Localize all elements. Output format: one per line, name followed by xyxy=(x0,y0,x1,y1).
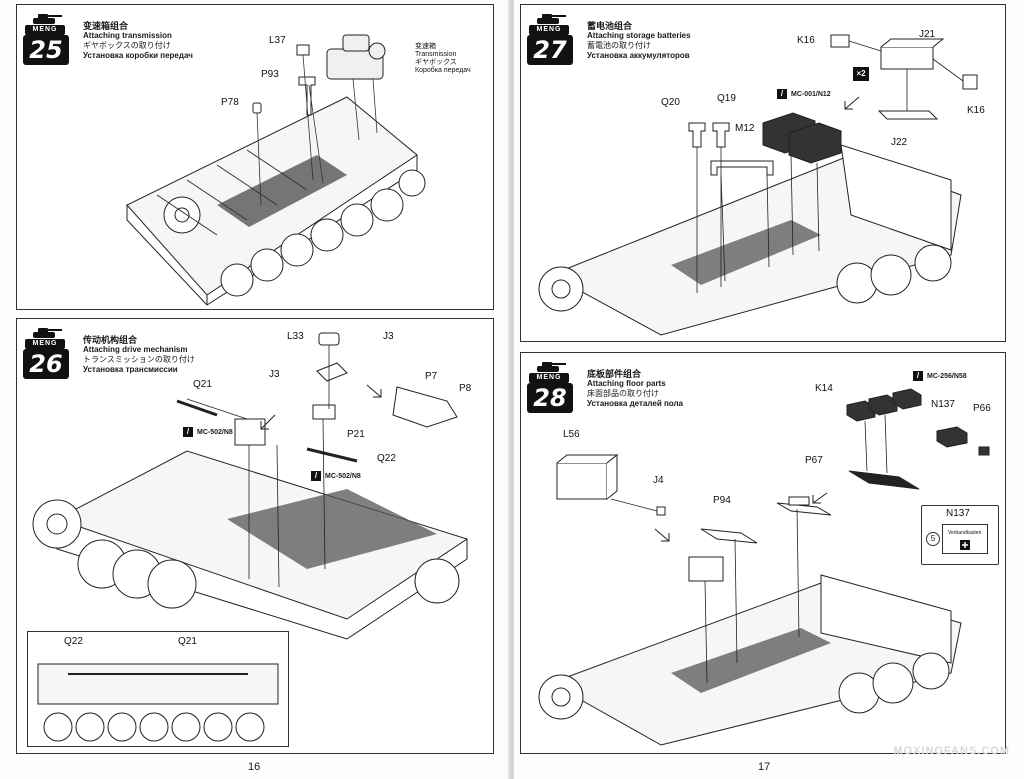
part-label: K14 xyxy=(815,383,833,394)
inset-drawing xyxy=(37,663,279,742)
step-28-header: MENG 28 底板部件组合 Attaching floor parts 床面部… xyxy=(521,353,761,419)
decal-callout: N137 Verbandkasten 5 xyxy=(921,505,999,565)
step-title-ja: トランスミッションの取り付け xyxy=(83,355,195,364)
meng-step-badge: MENG 25 xyxy=(23,13,75,65)
decal-box: Verbandkasten xyxy=(942,524,988,554)
part-label: J3 xyxy=(383,331,394,342)
step-title-ru: Установка коробки передач xyxy=(83,51,193,60)
transmission-note: 变速箱 Transmission ギヤボックス Коробка передач xyxy=(415,43,471,74)
step-26-panel: MENG 26 传动机构组合 Attaching drive mechanism… xyxy=(16,318,494,754)
part-label: Q21 xyxy=(178,636,197,647)
part-label: P93 xyxy=(261,69,279,80)
quantity-badge: ×2 xyxy=(853,67,869,81)
step-title-en: Attaching transmission xyxy=(83,31,172,40)
step-title-en: Attaching floor parts xyxy=(587,379,666,388)
part-label: P7 xyxy=(425,371,438,382)
decal-text: Verbandkasten xyxy=(948,530,982,536)
step-title-zh: 蓄电池组合 xyxy=(587,21,633,31)
part-label: Q22 xyxy=(377,453,396,464)
step-title-en: Attaching drive mechanism xyxy=(83,345,188,354)
step-number: 27 xyxy=(527,35,573,65)
part-label: J22 xyxy=(891,137,908,148)
page-number-left: 16 xyxy=(248,761,261,773)
step-title-ja: 床面部品の取り付け xyxy=(587,389,659,398)
part-label: Q22 xyxy=(64,636,83,647)
brand-label: MENG xyxy=(25,339,65,349)
paint-callout: / MC-256/N58 xyxy=(913,371,967,381)
paint-callout: / MC-502/N8 xyxy=(311,471,361,481)
left-page: MENG 25 变速箱组合 Attaching transmission ギヤボ… xyxy=(0,0,510,779)
step-number: 26 xyxy=(23,349,69,379)
step-25-header: MENG 25 变速箱组合 Attaching transmission ギヤボ… xyxy=(17,5,257,71)
step-title-ja: 蓄電池の取り付け xyxy=(587,41,651,50)
page-number-right: 17 xyxy=(758,761,771,773)
decal-number: 5 xyxy=(926,532,940,546)
step-title-zh: 变速箱组合 xyxy=(83,21,129,31)
brand-label: MENG xyxy=(529,373,569,383)
paint-icon: / xyxy=(913,371,923,381)
step-27-panel: MENG 27 蓄电池组合 Attaching storage batterie… xyxy=(520,4,1006,342)
paint-callout: / MC-502/N8 xyxy=(183,427,233,437)
tank-icon xyxy=(33,14,62,24)
meng-step-badge: MENG 26 xyxy=(23,327,75,379)
part-label: M12 xyxy=(735,123,755,134)
part-label: Q20 xyxy=(661,97,680,108)
step-26-header: MENG 26 传动机构组合 Attaching drive mechanism… xyxy=(17,319,257,385)
step-title-en: Attaching storage batteries xyxy=(587,31,691,40)
part-label: J21 xyxy=(919,29,936,40)
part-label: K16 xyxy=(797,35,815,46)
paint-callout: / MC-001/N12 xyxy=(777,89,831,99)
step-title-zh: 传动机构组合 xyxy=(83,335,138,345)
part-label: Q19 xyxy=(717,93,736,104)
step-title-ru: Установка аккумуляторов xyxy=(587,51,690,60)
part-label: P78 xyxy=(221,97,239,108)
part-label: L37 xyxy=(269,35,286,46)
part-label: P94 xyxy=(713,495,731,506)
tank-icon xyxy=(537,362,566,372)
right-page: MENG 27 蓄电池组合 Attaching storage batterie… xyxy=(514,0,1024,779)
callout-part-label: N137 xyxy=(946,508,970,519)
step-28-panel: MENG 28 底板部件组合 Attaching floor parts 床面部… xyxy=(520,352,1006,754)
paint-icon: / xyxy=(311,471,321,481)
part-label: P67 xyxy=(805,455,823,466)
detail-inset: Q22 Q21 xyxy=(27,631,289,747)
brand-label: MENG xyxy=(529,25,569,35)
tank-icon xyxy=(537,14,566,24)
part-label: K16 xyxy=(967,105,985,116)
part-label: P21 xyxy=(347,429,365,440)
part-label: P8 xyxy=(459,383,472,394)
part-label: J4 xyxy=(653,475,664,486)
step-title-zh: 底板部件组合 xyxy=(587,369,642,379)
step-title-ja: ギヤボックスの取り付け xyxy=(83,41,171,50)
meng-step-badge: MENG 27 xyxy=(527,13,579,65)
book-spine xyxy=(508,0,516,779)
meng-step-badge: MENG 28 xyxy=(527,361,579,413)
tank-icon xyxy=(33,328,62,338)
step-title-ru: Установка трансмиссии xyxy=(83,365,178,374)
step-27-drawing xyxy=(538,34,978,336)
watermark: MOXINGFANS.COM xyxy=(893,745,1010,757)
part-label: L56 xyxy=(563,429,580,440)
part-label: N137 xyxy=(931,399,955,410)
step-26-drawing xyxy=(32,332,469,640)
step-25-panel: MENG 25 变速箱组合 Attaching transmission ギヤボ… xyxy=(16,4,494,310)
paint-icon: / xyxy=(777,89,787,99)
step-number: 25 xyxy=(23,35,69,65)
step-28-drawing xyxy=(538,388,990,746)
part-label: P66 xyxy=(973,403,991,414)
step-27-header: MENG 27 蓄电池组合 Attaching storage batterie… xyxy=(521,5,761,71)
part-label: L33 xyxy=(287,331,304,342)
brand-label: MENG xyxy=(25,25,65,35)
step-number: 28 xyxy=(527,383,573,413)
step-title-ru: Установка деталей пола xyxy=(587,399,684,408)
part-label: J3 xyxy=(269,369,280,380)
paint-icon: / xyxy=(183,427,193,437)
part-label: Q21 xyxy=(193,379,212,390)
step-25-drawing xyxy=(126,34,426,306)
